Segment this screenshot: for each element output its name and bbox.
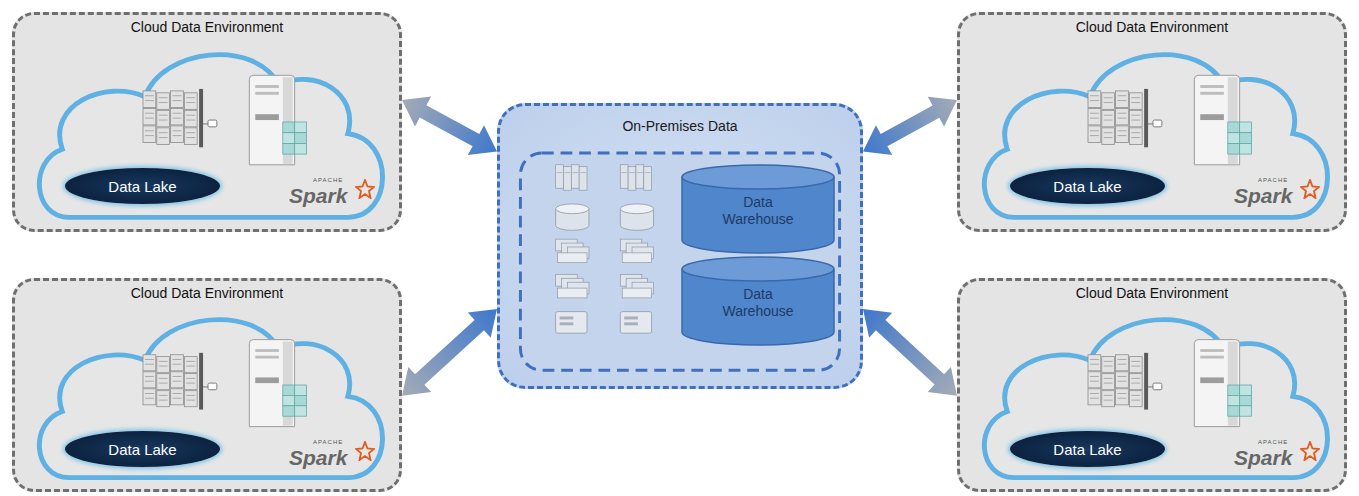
box-heading: On-Premises Data [500,118,860,134]
logo-small-text: APACHE [313,439,381,446]
node-label: Data Warehouse [716,194,800,254]
lake-node: Data Lake [1010,431,1165,467]
spark-logo: APACHESpark [1234,177,1326,217]
node-label: Data Lake [108,441,176,458]
double-arrow [863,97,957,155]
spark-logo: APACHESpark [289,177,381,217]
spark-logo: APACHESpark [289,439,381,479]
spark-star-shape [356,180,374,198]
node-label: Data Warehouse [716,286,800,346]
node-label: Data Lake [1053,441,1121,458]
spark-logo: APACHESpark [1234,439,1326,479]
node-label: Data Lake [1053,178,1121,195]
box-heading: Cloud Data Environment [15,19,399,35]
spark-star [355,179,375,199]
logo-text: Spark [289,446,381,470]
box-heading: Cloud Data Environment [15,285,399,301]
logo-small-text: APACHE [313,177,381,184]
spark-star [355,441,375,461]
double-arrow [402,309,497,396]
double-arrow [863,309,957,396]
node-label: Data Lake [108,178,176,195]
logo-text: Spark [1234,184,1326,208]
spark-star [1300,179,1320,199]
logo-small-text: APACHE [1258,439,1326,446]
spark-star-shape [356,442,374,460]
dw-node: Data Warehouse [680,256,836,346]
spark-star-shape [1301,442,1319,460]
logo-text: Spark [289,184,381,208]
dw-node: Data Warehouse [680,164,836,254]
spark-star-shape [1301,180,1319,198]
logo-text: Spark [1234,446,1326,470]
cloud-node: Cloud Data EnvironmentData Lake APACHESpa… [12,278,402,492]
cloud-node: Cloud Data EnvironmentData Lake APACHESpa… [957,278,1347,492]
cloud-node: Cloud Data EnvironmentData Lake APACHESpa… [12,12,402,232]
box-heading: Cloud Data Environment [960,285,1344,301]
prem-node: On-Premises DataData WarehouseData Wareh… [497,103,863,389]
lake-node: Data Lake [65,168,220,204]
spark-star [1300,441,1320,461]
double-arrow [402,97,497,156]
cloud-node: Cloud Data EnvironmentData Lake APACHESpa… [957,12,1347,232]
lake-node: Data Lake [65,431,220,467]
box-heading: Cloud Data Environment [960,19,1344,35]
lake-node: Data Lake [1010,168,1165,204]
logo-small-text: APACHE [1258,177,1326,184]
